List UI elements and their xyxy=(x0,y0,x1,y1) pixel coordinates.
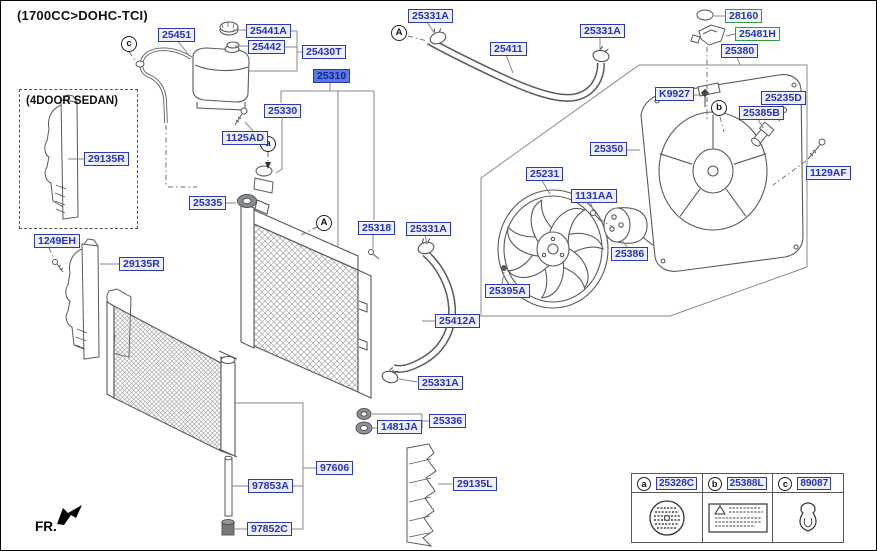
legend-table: a 25328C b 25388L c 89087 xyxy=(631,473,844,543)
legend-header-c: c 89087 xyxy=(773,474,844,493)
legend-body-c xyxy=(773,493,843,542)
front-direction-indicator: FR. xyxy=(31,501,91,541)
grommet-25335-drawing xyxy=(237,194,257,208)
caution-label-icon xyxy=(707,502,768,533)
upper-hose-25411-drawing xyxy=(427,37,605,102)
cap-assy-25481H-drawing xyxy=(690,24,726,46)
callout-marker-A: A xyxy=(316,215,332,231)
part-label-97853A[interactable]: 97853A xyxy=(248,479,293,493)
callout-marker-b: b xyxy=(711,100,727,116)
bolt-1129AF-drawing xyxy=(807,138,826,160)
drain-plug-drawing xyxy=(355,408,373,435)
engine-variant-title: (1700CC>DOHC-TCI) xyxy=(17,8,148,23)
bolt-1131AA-drawing xyxy=(590,210,602,222)
legend-cell-c: c 89087 xyxy=(772,474,844,542)
legend-part-label-89087[interactable]: 89087 xyxy=(797,477,832,490)
legend-cell-b: b 25388L xyxy=(701,474,773,542)
legend-letter-b: b xyxy=(707,476,722,491)
four-door-sedan-group-box: (4DOOR SEDAN) xyxy=(19,89,138,229)
part-label-25331A[interactable]: 25331A xyxy=(408,9,453,23)
part-label-25451[interactable]: 25451 xyxy=(158,28,196,42)
radiator-drawing xyxy=(240,199,372,399)
arrowhead xyxy=(265,162,271,169)
cooling-fan-drawing xyxy=(497,189,609,309)
part-label-25385B[interactable]: 25385B xyxy=(739,106,784,120)
reservoir-cap-drawing xyxy=(219,21,239,36)
part-label-25380[interactable]: 25380 xyxy=(721,44,759,58)
part-label-25318[interactable]: 25318 xyxy=(358,221,396,235)
part-label-25330[interactable]: 25330 xyxy=(264,104,302,118)
bolt-K9927-drawing xyxy=(700,88,710,107)
part-label-25430T[interactable]: 25430T xyxy=(302,45,346,59)
part-label-25441A[interactable]: 25441A xyxy=(246,24,291,38)
bolt-1249EH-drawing xyxy=(52,259,64,273)
part-label-1131AA[interactable]: 1131AA xyxy=(571,189,617,203)
part-label-25395A[interactable]: 25395A xyxy=(485,284,530,298)
part-label-28160[interactable]: 28160 xyxy=(725,9,763,23)
fan-motor-drawing xyxy=(603,207,688,251)
part-label-25310[interactable]: 25310 xyxy=(313,69,351,83)
part-label-29135R[interactable]: 29135R xyxy=(84,152,129,166)
legend-body-a xyxy=(632,493,702,542)
part-label-25235D[interactable]: 25235D xyxy=(761,91,806,105)
part-label-25481H[interactable]: 25481H xyxy=(735,27,780,41)
part-label-29135R[interactable]: 29135R xyxy=(119,257,164,271)
reservoir-hose-drawing xyxy=(135,47,192,124)
legend-letter-c: c xyxy=(778,476,793,491)
front-arrow-icon xyxy=(57,505,82,525)
legend-part-label-25388L[interactable]: 25388L xyxy=(726,477,767,490)
part-label-97606[interactable]: 97606 xyxy=(316,461,354,475)
air-deflector-drawing xyxy=(406,443,437,547)
fan-assembly-boundary xyxy=(480,64,808,317)
bolt-1125AD-drawing xyxy=(234,107,248,126)
part-label-25336[interactable]: 25336 xyxy=(429,414,467,428)
legend-header-b: b 25388L xyxy=(702,474,773,493)
part-label-29135L[interactable]: 29135L xyxy=(453,477,497,491)
part-label-25386[interactable]: 25386 xyxy=(611,247,649,261)
front-label: FR. xyxy=(35,519,57,534)
part-label-25442[interactable]: 25442 xyxy=(248,40,286,54)
bolt-25395A-drawing xyxy=(501,265,507,271)
legend-cell-a: a 25328C xyxy=(632,474,702,542)
radiator-filler-parts-drawing xyxy=(253,165,274,194)
part-label-1481JA[interactable]: 1481JA xyxy=(377,420,422,434)
legend-body-b xyxy=(703,493,773,542)
part-label-25331A[interactable]: 25331A xyxy=(406,222,451,236)
part-label-1125AD[interactable]: 1125AD xyxy=(222,131,268,145)
legend-letter-a: a xyxy=(637,476,651,491)
leader-lines xyxy=(68,15,785,530)
sensor-25385B-drawing xyxy=(751,121,775,147)
drier-cartridge-drawing xyxy=(221,455,235,536)
hose-clamps-drawing xyxy=(381,28,610,384)
part-label-25331A[interactable]: 25331A xyxy=(418,376,463,390)
part-label-25331A[interactable]: 25331A xyxy=(580,24,625,38)
legend-header-a: a 25328C xyxy=(632,474,702,493)
clip-icon xyxy=(799,501,817,532)
condenser-drawing xyxy=(106,301,238,458)
lower-hose-25412A-drawing xyxy=(391,249,457,373)
fan-shroud-drawing xyxy=(640,74,804,272)
bolt-25318-drawing xyxy=(368,249,380,260)
callout-marker-A: A xyxy=(391,25,407,41)
part-label-25231[interactable]: 25231 xyxy=(526,167,564,181)
part-label-1249EH[interactable]: 1249EH xyxy=(34,234,80,248)
part-label-K9927[interactable]: K9927 xyxy=(655,87,694,101)
part-label-97852C[interactable]: 97852C xyxy=(247,522,292,536)
coolant-reservoir-drawing xyxy=(192,41,250,111)
part-label-25350[interactable]: 25350 xyxy=(590,142,628,156)
cap-28160-drawing xyxy=(696,9,714,21)
part-label-25412A[interactable]: 25412A xyxy=(435,314,480,328)
dash-dot-lines xyxy=(48,35,807,260)
part-label-1129AF[interactable]: 1129AF xyxy=(806,166,851,180)
callout-marker-c: c xyxy=(121,36,137,52)
cap-sticker-icon xyxy=(649,499,685,536)
part-label-25335[interactable]: 25335 xyxy=(189,196,227,210)
four-door-sedan-label: (4DOOR SEDAN) xyxy=(26,95,119,107)
legend-part-label-25328C[interactable]: 25328C xyxy=(656,477,698,490)
part-label-25411[interactable]: 25411 xyxy=(490,42,527,56)
